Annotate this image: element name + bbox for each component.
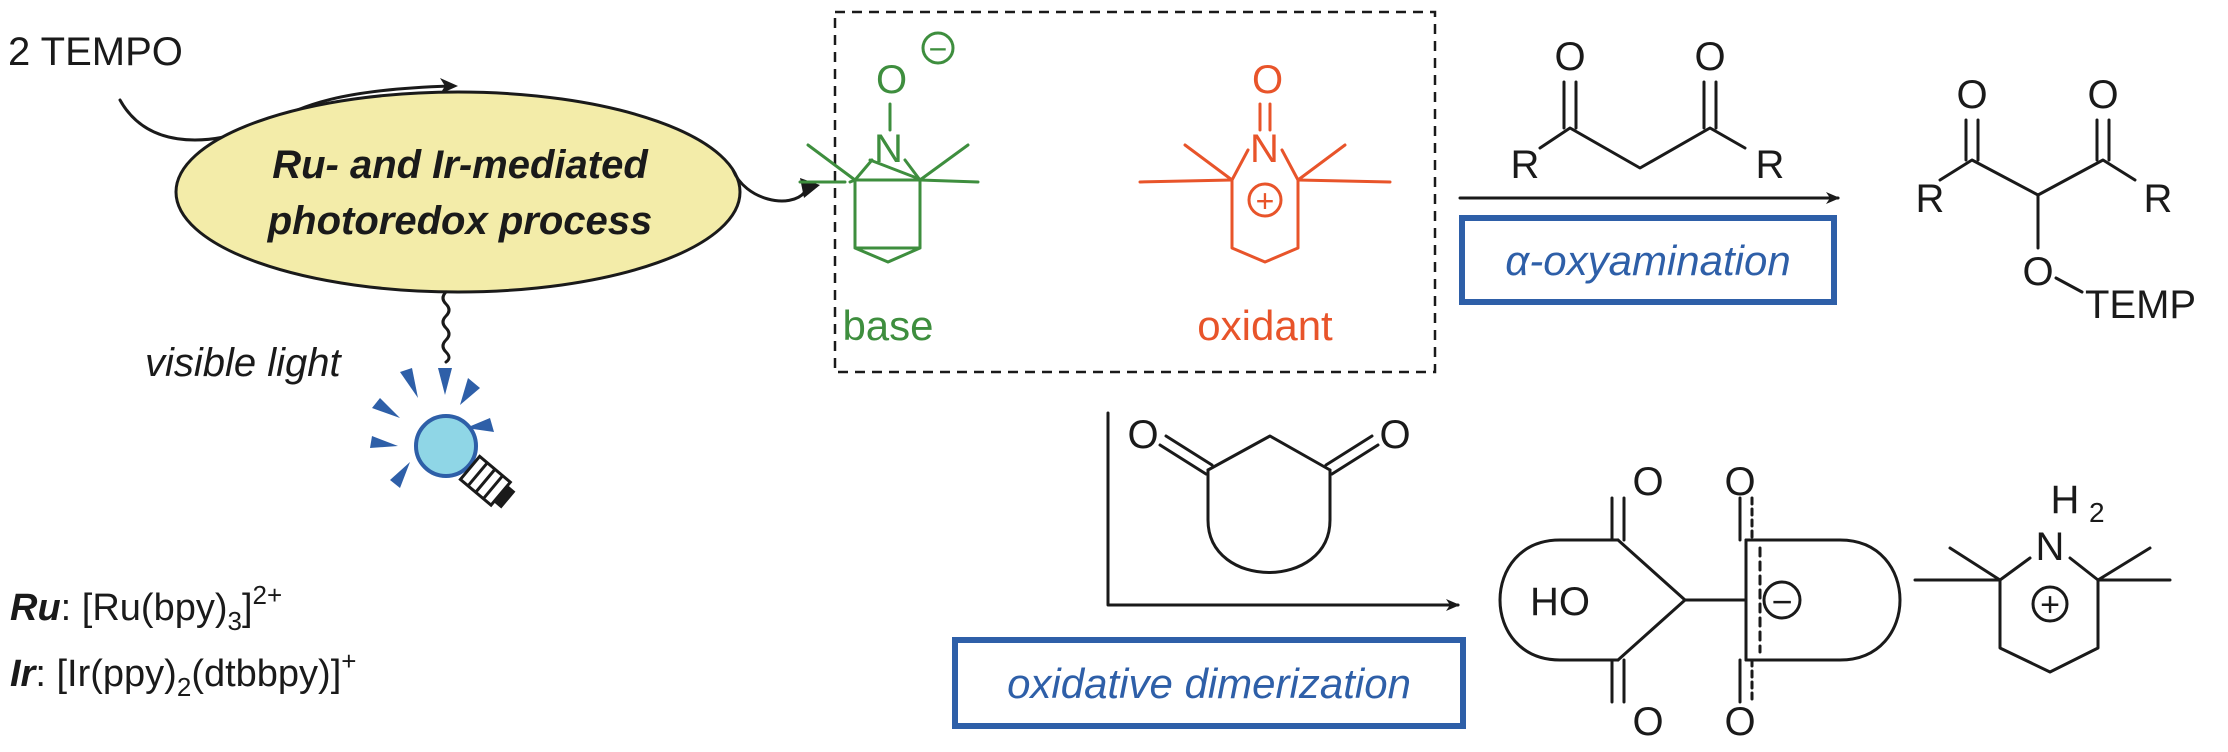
reaction1-label: α-oxyamination [1505,237,1790,284]
svg-text:O: O [2087,73,2118,117]
photoredox-ellipse [174,90,742,294]
base-structure: O − N base [798,31,980,349]
light-squiggle [441,290,451,364]
svg-text:O: O [1632,460,1663,504]
svg-text:O: O [1694,35,1725,79]
out-curved-arrow [731,168,807,203]
reaction1-product: O O R R O TEMP [1916,73,2197,327]
svg-text:O: O [1127,413,1158,457]
catalyst-ru: Ru: [Ru(bpy)3]2+ [10,580,282,636]
svg-text:O: O [1632,700,1663,744]
process-line1: Ru- and Ir-mediated [272,143,649,187]
oxidant-charge: + [1256,183,1275,219]
intermediates-box [833,10,1437,374]
reaction2-substrate: O O [1127,413,1411,574]
base-charge: − [929,31,948,67]
oxidant-structure: O N + oxidant [1138,58,1392,349]
reaction2-label: oxidative dimerization [1007,660,1411,707]
reaction1-substrate: O O R R [1511,35,1785,187]
svg-text:O: O [1379,413,1410,457]
svg-text:+: + [2040,586,2060,624]
svg-text:O: O [1724,700,1755,744]
reaction2-arrow [1106,411,1460,611]
tempo-arrowhead [440,78,458,94]
reaction2-label-box [952,637,1466,729]
reaction2-counterion: H 2 N + [1913,478,2172,674]
svg-text:HO: HO [1530,580,1590,624]
process-line2: photoredox process [267,199,653,243]
svg-text:O: O [1554,35,1585,79]
light-bulb-icon [370,368,516,509]
svg-text:R: R [1756,143,1785,187]
base-charge-circle [921,31,955,65]
svg-text:O: O [2022,250,2053,294]
svg-text:2: 2 [2089,497,2105,528]
oxidant-oxygen: O [1252,58,1283,102]
reaction1-label-box [1459,215,1837,305]
base-oxygen: O [876,58,907,102]
oxidant-charge-circle [1247,182,1283,218]
svg-text:R: R [1916,177,1945,221]
svg-text:−: − [1771,581,1792,622]
svg-text:TEMP: TEMP [2085,283,2196,327]
base-label: base [842,302,933,349]
svg-text:R: R [1511,143,1540,187]
reaction2-product: O O O O HO − [1498,460,1902,744]
svg-text:N: N [2036,525,2065,569]
svg-text:O: O [1956,73,1987,117]
svg-text:H: H [2051,478,2080,522]
catalyst-ir: Ir: [Ir(ppy)2(dtbbpy)]+ [10,646,356,702]
tempo-reagent-label: 2 TEMPO [8,30,183,74]
oxidant-label: oxidant [1197,302,1333,349]
visible-light-label: visible light [145,341,343,385]
svg-text:R: R [2144,177,2173,221]
oxidant-nitrogen: N [1250,127,1279,171]
